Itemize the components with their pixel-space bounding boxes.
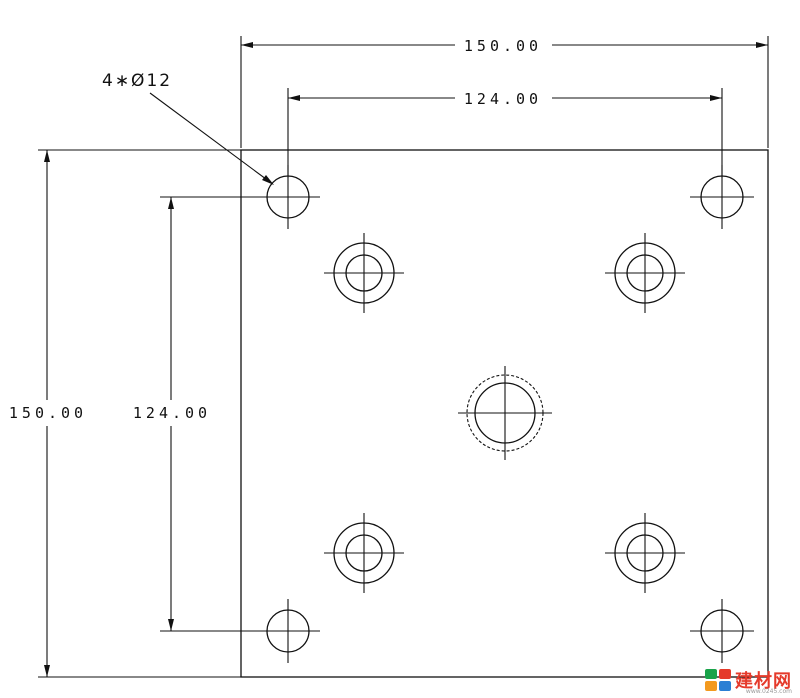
arrowhead — [241, 42, 253, 48]
corner-hole-top-left — [256, 165, 320, 229]
corner-hole-bottom-left — [256, 599, 320, 663]
counterbore-hole-lower-right — [605, 513, 685, 593]
logo-mark-red — [719, 669, 731, 679]
logo-text: 建材网 — [735, 671, 792, 692]
arrowhead — [44, 665, 50, 677]
arrowhead — [756, 42, 768, 48]
logo-subtext: www.0245.com — [745, 688, 792, 695]
top-dimension-label: 150.00 — [464, 37, 542, 55]
counterbore-hole-upper-left — [324, 233, 404, 313]
hole-callout-label: 4∗Ø12 — [102, 71, 172, 91]
leader-line — [149, 92, 271, 183]
arrowhead — [168, 197, 174, 209]
counterbore-hole-upper-right — [605, 233, 685, 313]
logo-mark-orange — [705, 681, 717, 691]
corner-hole-bottom-right — [690, 599, 754, 663]
counterbore-hole-lower-left — [324, 513, 404, 593]
logo-mark-blue — [719, 681, 731, 691]
arrowhead — [288, 95, 300, 101]
arrowhead — [168, 619, 174, 631]
logo-mark-green — [705, 669, 717, 679]
leader-arrowhead — [262, 175, 274, 185]
corner-hole-top-right — [690, 165, 754, 229]
hole-spacing-left-label: 124.00 — [133, 404, 211, 422]
hole-spacing-top-label: 124.00 — [464, 90, 542, 108]
arrowhead — [44, 150, 50, 162]
center-threaded-hole — [458, 366, 552, 460]
arrowhead — [710, 95, 722, 101]
left-dimension-label: 150.00 — [9, 404, 87, 422]
plate-outline — [240, 149, 769, 678]
watermark-logo: 建材网 www.0245.com — [705, 668, 792, 695]
